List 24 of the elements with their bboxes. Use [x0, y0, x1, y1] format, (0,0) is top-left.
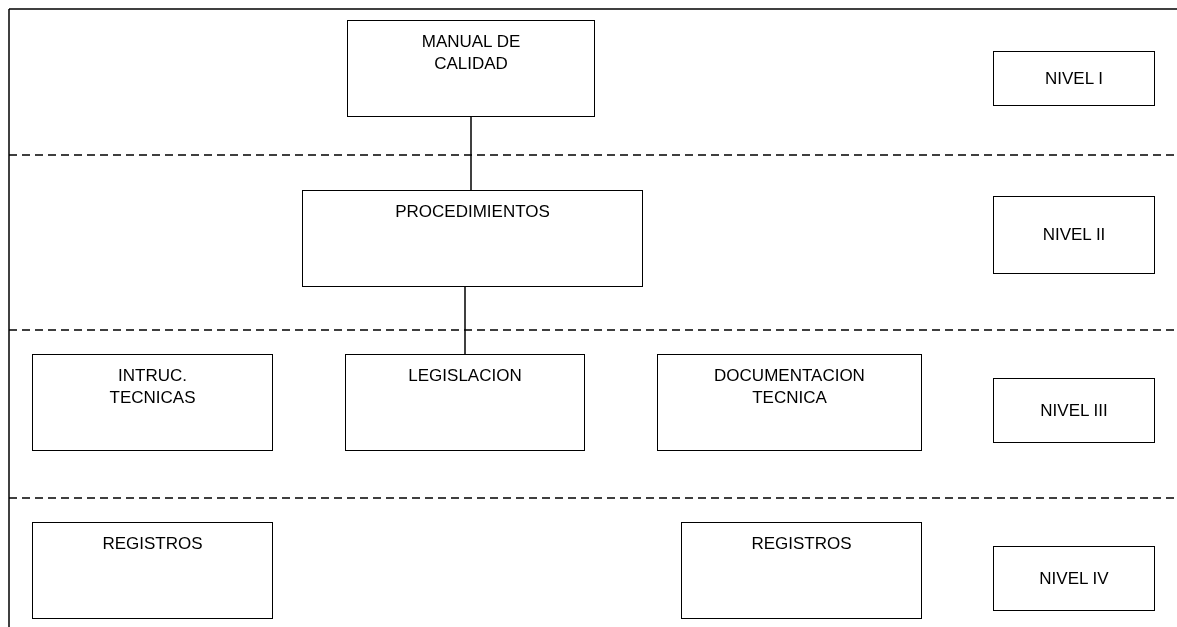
box-label: PROCEDIMIENTOS — [395, 201, 550, 223]
level-box — [32, 522, 273, 619]
level-box — [347, 20, 595, 117]
box-label: REGISTROS — [751, 533, 852, 555]
level-box — [32, 354, 273, 451]
connector-line — [470, 116, 472, 191]
level-box — [681, 522, 922, 619]
box-label: DOCUMENTACION TECNICA — [713, 365, 866, 409]
box-label: REGISTROS — [102, 533, 203, 555]
level-box — [345, 354, 585, 451]
level-box — [302, 190, 643, 287]
box-label: INTRUC. TECNICAS — [108, 365, 197, 409]
level-box — [993, 196, 1155, 274]
level-box — [657, 354, 922, 451]
level-box — [993, 378, 1155, 443]
connector-line — [464, 286, 466, 355]
box-label: MANUAL DE CALIDAD — [420, 31, 522, 75]
level-box — [993, 51, 1155, 106]
box-label: NIVEL I — [1045, 67, 1103, 90]
box-label: NIVEL II — [1042, 224, 1106, 246]
box-label: LEGISLACION — [408, 365, 522, 387]
box-label: NIVEL III — [1040, 399, 1108, 422]
box-label: NIVEL IV — [1039, 567, 1109, 590]
level-box — [993, 546, 1155, 611]
